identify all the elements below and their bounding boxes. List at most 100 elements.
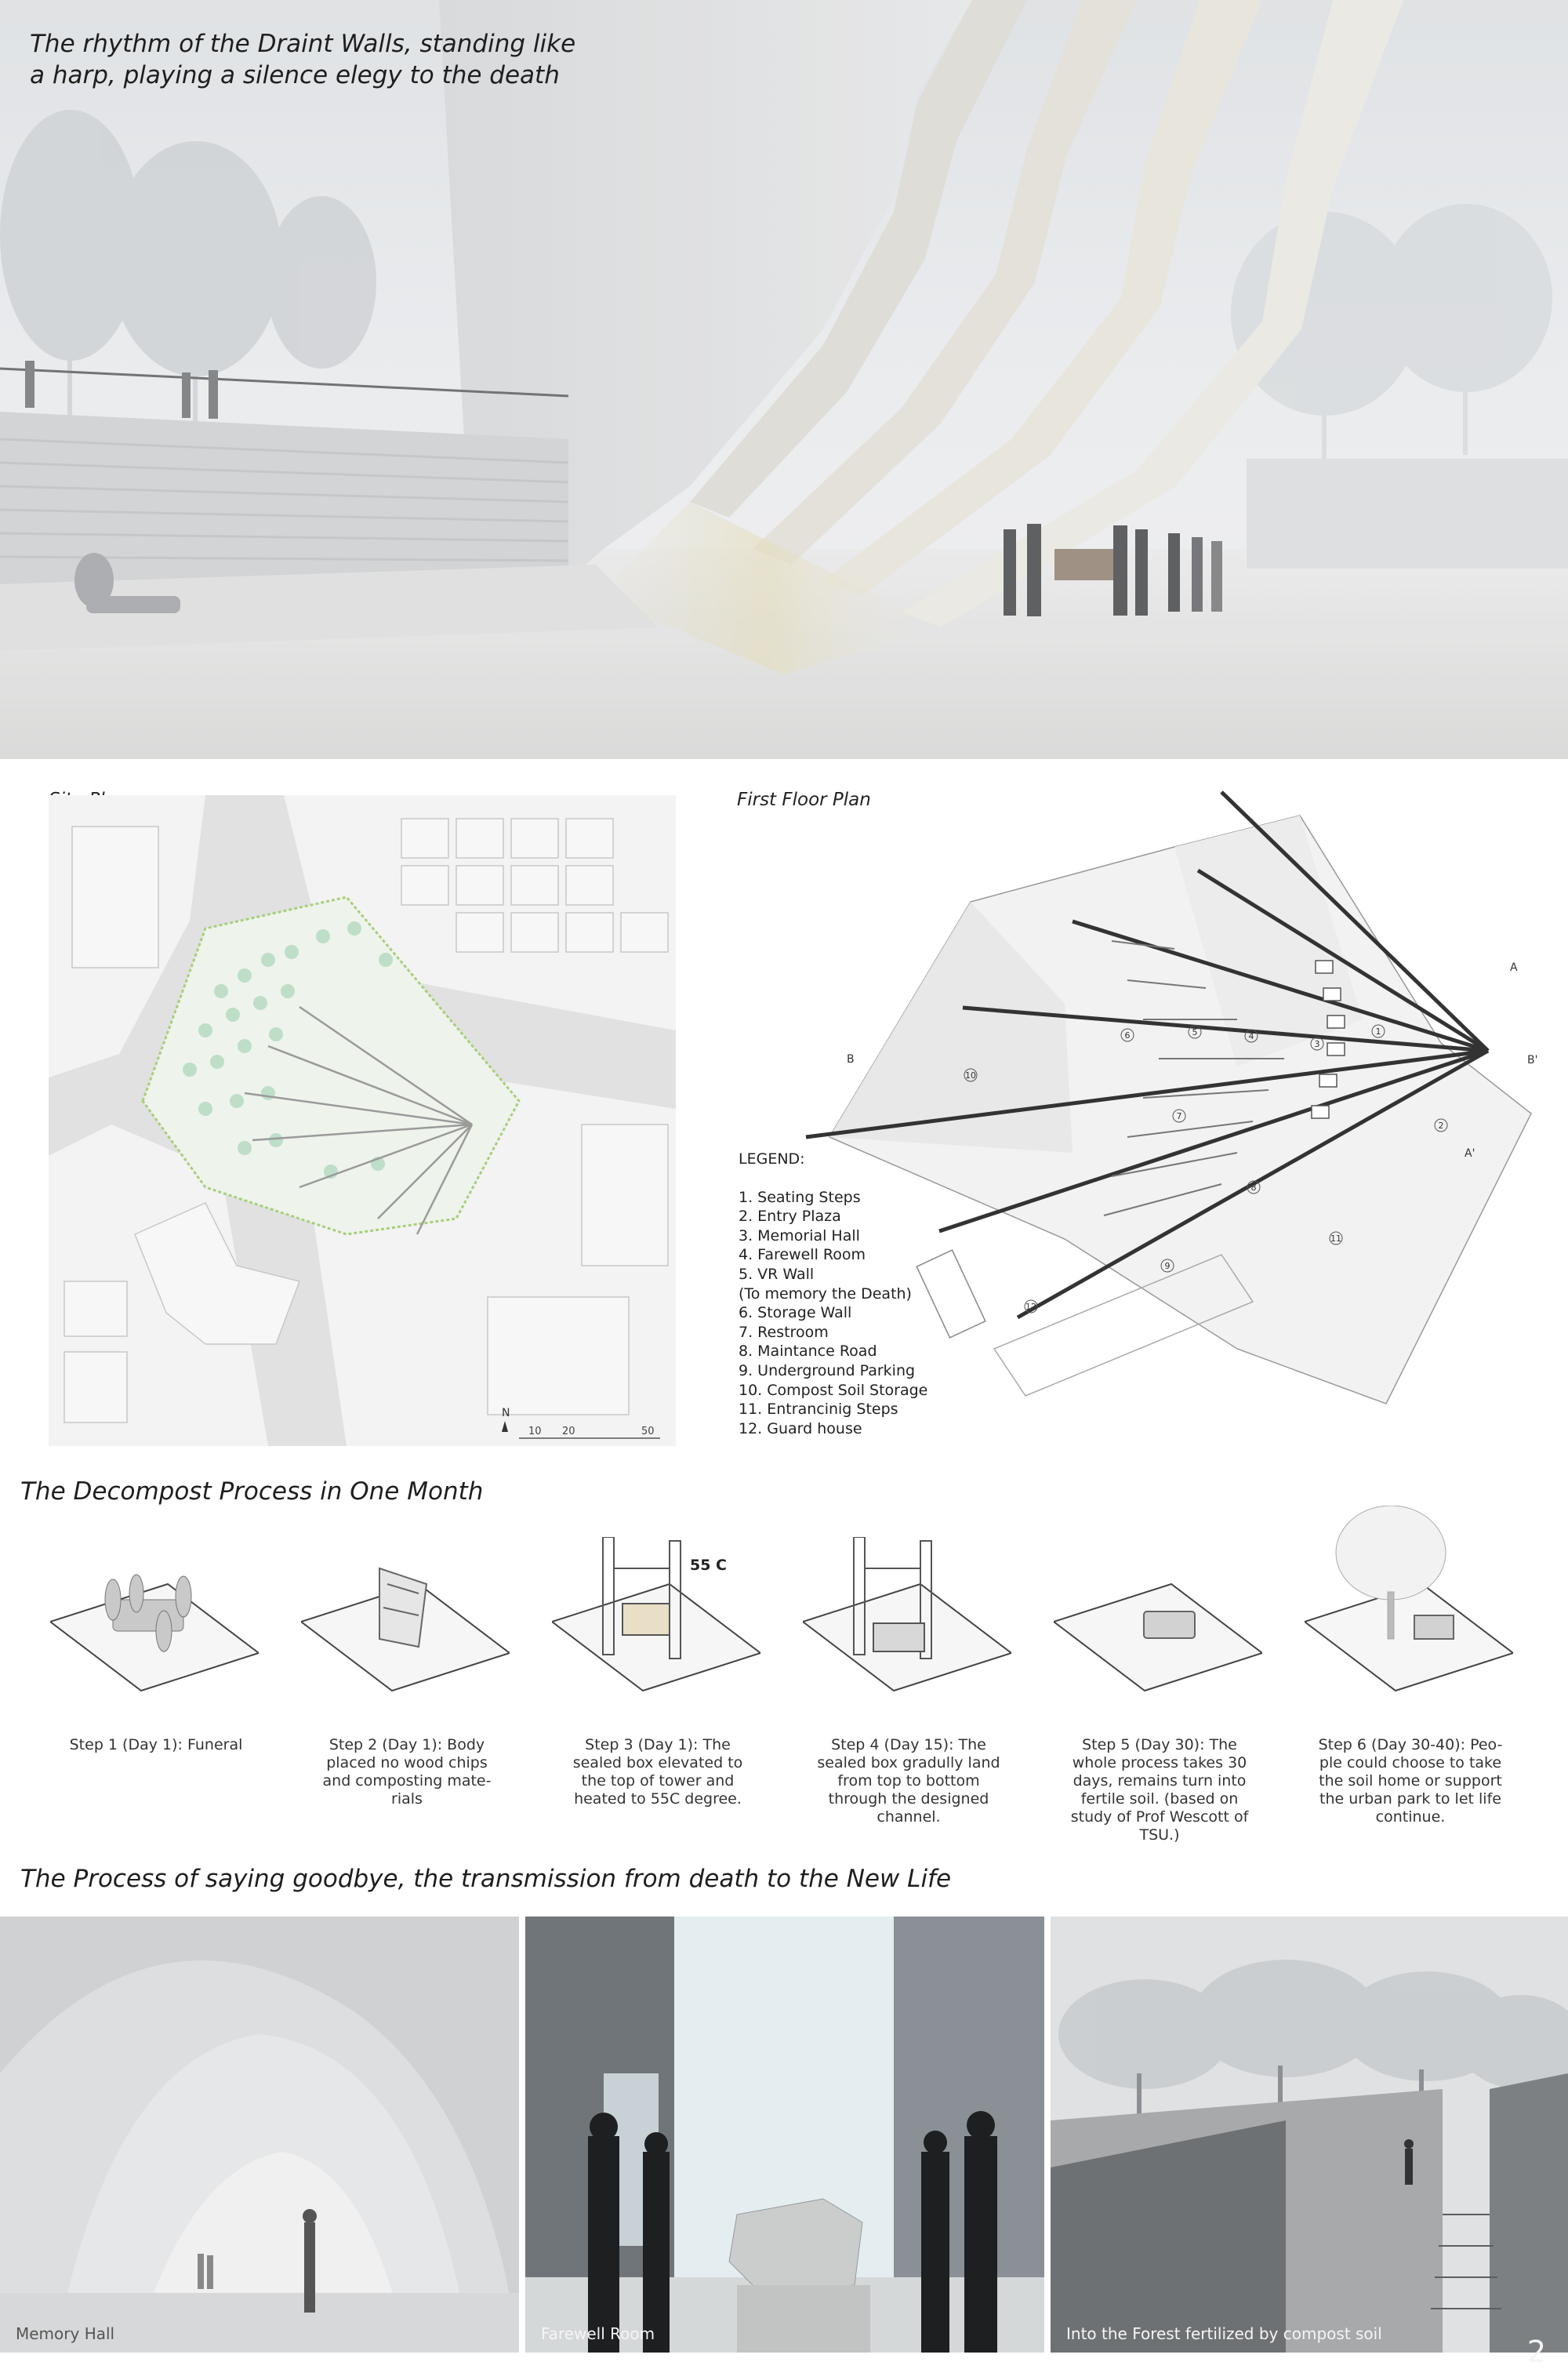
step-caption-2: Step 2 (Day 1): Body placed no wood chip… [309, 1736, 505, 1808]
panel-caption: Farewell Room [541, 2324, 655, 2343]
room-number: 7 [1172, 1109, 1186, 1123]
legend-item: 3. Memorial Hall [739, 1226, 860, 1244]
low-wall [1247, 459, 1568, 569]
legend-item: 5. VR Wall [739, 1265, 815, 1283]
step-caption-line: fertile soil. (based on [1080, 1790, 1239, 1808]
scale-label: 50 [641, 1426, 655, 1437]
room-number: 5 [1188, 1025, 1202, 1039]
room-number: 8 [1247, 1180, 1261, 1194]
seated-person [74, 553, 180, 613]
funeral-procession [1004, 524, 1222, 616]
step-caption-line: the urban park to let life [1319, 1790, 1501, 1808]
panel-memory-hall: Memory Hall [0, 1917, 519, 2353]
farewell-room-render [525, 1917, 1044, 2353]
north-label: N [502, 1407, 510, 1419]
step-caption-line: through the designed [828, 1790, 989, 1808]
step-4-diagram [803, 1537, 1011, 1692]
step-caption-line: and composting mate- [322, 1772, 492, 1789]
temperature-label: 55 C [690, 1557, 727, 1574]
floor-plan-drawing: A A' B B' 1 2 3 4 5 6 7 8 9 10 11 12 [805, 790, 1537, 1404]
hero-render: The rhythm of the Draint Walls, standing… [0, 0, 1568, 759]
site-plan-drawing: N 10 20 50 [49, 795, 676, 1446]
step-caption-line: ple could choose to take [1319, 1754, 1502, 1771]
step-caption-5: Step 5 (Day 30): The whole process takes… [1062, 1736, 1258, 1844]
step-caption-line: days, remains turn into [1073, 1772, 1247, 1789]
room-number: 11 [1329, 1231, 1343, 1245]
section-marker: B [847, 1053, 855, 1066]
people-railing [25, 361, 218, 419]
room-number: 6 [1120, 1028, 1134, 1042]
page-number: 2 [1526, 2334, 1546, 2369]
legend-item: (To memory the Death) [739, 1284, 912, 1303]
floor-plan-legend: LEGEND: 1. Seating Steps 2. Entry Plaza … [739, 1150, 927, 1438]
hero-caption-line-2: a harp, playing a silence elegy to the d… [30, 61, 560, 89]
legend-item: 12. Guard house [739, 1419, 862, 1437]
scale-label: 10 [528, 1426, 542, 1437]
hero-caption-line-1: The rhythm of the Draint Walls, standing… [30, 30, 576, 58]
room-number: 1 [1371, 1024, 1385, 1038]
panel-farewell-room: Farewell Room [525, 1917, 1044, 2353]
legend-item: 8. Maintance Road [739, 1343, 877, 1361]
panel-forest: Into the Forest fertilized by compost so… [1051, 1917, 1568, 2353]
step-caption-3: Step 3 (Day 1): The sealed box elevated … [560, 1736, 756, 1808]
legend-item: 11. Entrancinig Steps [739, 1401, 898, 1419]
goodbye-title: The Process of saying goodbye, the trans… [20, 1865, 952, 1893]
step-caption-line: the soil home or support [1319, 1772, 1502, 1789]
step-caption-line: Step 5 (Day 30): The [1082, 1736, 1237, 1753]
step-3-diagram [552, 1537, 760, 1692]
legend-item: 1. Seating Steps [739, 1188, 861, 1206]
step-caption-line: from top to bottom [837, 1772, 980, 1789]
legend-item: 10. Compost Soil Storage [739, 1381, 928, 1399]
section-marker: B' [1527, 1054, 1537, 1066]
legend-item: 2. Entry Plaza [739, 1208, 841, 1226]
step-caption-line: study of Prof Wescott of [1070, 1808, 1249, 1826]
room-number: 2 [1434, 1118, 1448, 1132]
step-caption-line: Step 3 (Day 1): The [585, 1736, 731, 1753]
room-number: 12 [1024, 1299, 1038, 1313]
step-caption-line: channel. [877, 1808, 941, 1826]
svg-text:10: 10 [965, 1070, 976, 1081]
fan-walls [805, 790, 1490, 1320]
svg-text:4: 4 [1249, 1031, 1254, 1041]
svg-text:7: 7 [1177, 1111, 1182, 1121]
step-1-diagram [50, 1574, 259, 1692]
step-6-diagram [1305, 1506, 1513, 1692]
svg-text:9: 9 [1165, 1261, 1171, 1271]
step-caption-line: continue. [1375, 1808, 1446, 1826]
site-plan: N 10 20 50 [49, 795, 676, 1446]
section-marker: A [1510, 961, 1518, 974]
svg-text:3: 3 [1315, 1039, 1320, 1049]
room-number: 4 [1244, 1029, 1258, 1043]
room-number: 9 [1160, 1259, 1174, 1273]
legend-item: 4. Farewell Room [739, 1246, 866, 1264]
harp-fins [596, 0, 1403, 674]
legend-title: LEGEND: [739, 1150, 805, 1168]
park-site [141, 896, 521, 1236]
step-caption-6: Step 6 (Day 30-40): Peo- ple could choos… [1312, 1736, 1508, 1826]
step-caption-line: Step 1 (Day 1): Funeral [69, 1736, 243, 1753]
step-caption-line: heated to 55C degree. [574, 1790, 742, 1808]
step-caption-line: Step 4 (Day 15): The [831, 1736, 986, 1753]
process-title: The Decompost Process in One Month [20, 1477, 484, 1506]
svg-text:6: 6 [1125, 1030, 1131, 1041]
svg-text:5: 5 [1192, 1027, 1198, 1037]
svg-text:11: 11 [1330, 1234, 1341, 1244]
seating-steps [0, 367, 659, 651]
svg-text:2: 2 [1439, 1121, 1444, 1131]
north-arrow-icon [502, 1421, 508, 1432]
hero-caption: The rhythm of the Draint Walls, standing… [30, 28, 594, 91]
floor-plan-title: First Floor Plan [737, 790, 871, 810]
step-caption-line: sealed box gradully land [817, 1754, 1000, 1771]
memory-hall-render [0, 1917, 519, 2353]
step-caption-line: Step 2 (Day 1): Body [328, 1736, 485, 1753]
svg-text:12: 12 [1025, 1302, 1036, 1312]
site-buildings [64, 818, 669, 1423]
legend-item: 9. Underground Parking [739, 1361, 916, 1379]
concrete-wall [439, 0, 972, 596]
svg-text:8: 8 [1251, 1183, 1257, 1193]
svg-text:1: 1 [1376, 1026, 1381, 1037]
step-caption-line: TSU.) [1139, 1826, 1180, 1844]
trees-left [0, 110, 376, 423]
legend-item: 7. Restroom [739, 1323, 829, 1341]
step-caption-line: the top of tower and [581, 1772, 735, 1789]
